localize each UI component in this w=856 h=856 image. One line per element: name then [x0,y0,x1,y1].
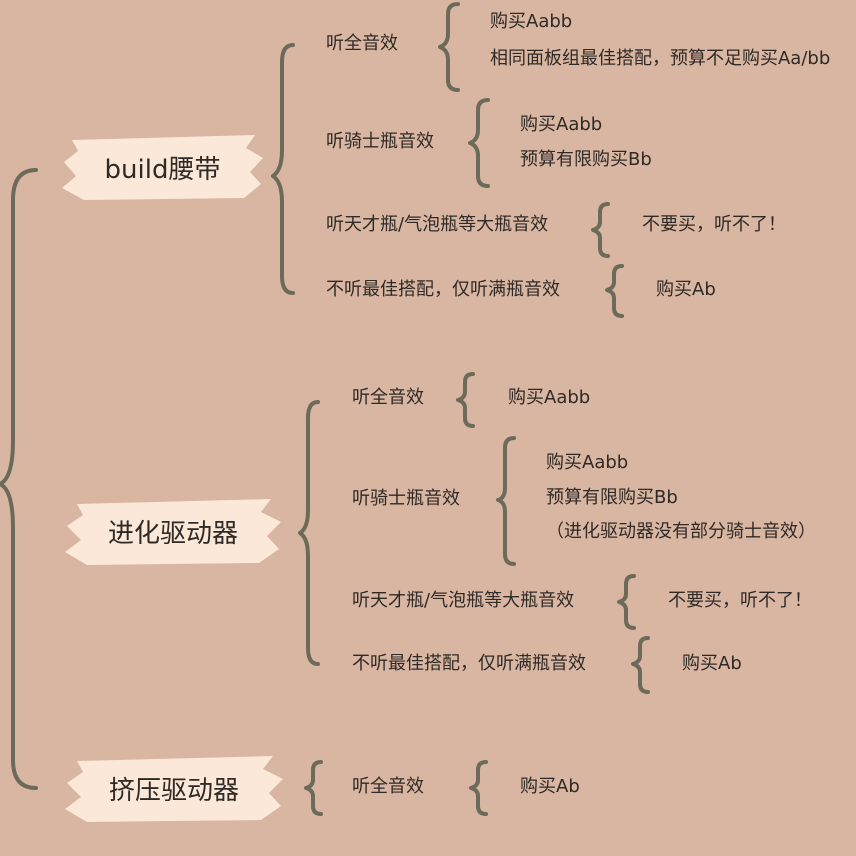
section-evolution-driver: 进化驱动器 [63,495,283,567]
condition-build-big-bottle: 听天才瓶/气泡瓶等大瓶音效 [326,214,549,235]
root-bracket [0,168,38,790]
bracket-evo-opt2 [496,436,516,566]
result-evo-knight-bottle-1: 购买Aabb [546,452,629,473]
condition-evo-knight-bottle: 听骑士瓶音效 [352,488,460,509]
bracket-build-opt1 [438,2,460,92]
condition-evo-big-bottle: 听天才瓶/气泡瓶等大瓶音效 [352,590,575,611]
result-build-knight-bottle-1: 购买Aabb [520,114,603,135]
bracket-build-opt4 [605,264,624,318]
bracket-build [271,43,295,295]
section-label: 进化驱动器 [107,518,238,549]
section-build-belt: build腰带 [60,132,265,202]
highlight-shape [65,756,283,822]
result-evo-big-bottle: 不要买，听不了！ [668,590,812,611]
condition-build-full-sound: 听全音效 [326,33,398,54]
result-build-full-sound-2: 相同面板组最佳搭配，预算不足购买Aa/bb [490,48,831,69]
bracket-evo-opt3 [617,574,636,630]
condition-evo-full-bottle-only: 不听最佳搭配，仅听满瓶音效 [352,653,586,674]
result-evo-knight-bottle-3: （进化驱动器没有部分骑士音效） [546,521,816,542]
bracket-evo-opt1 [456,372,475,428]
bracket-squeeze-opt1 [469,760,488,816]
condition-squeeze-full-sound: 听全音效 [352,776,424,797]
result-build-full-bottle-only: 购买Ab [656,279,716,300]
bracket-evo-opt4 [631,636,650,694]
condition-build-knight-bottle: 听骑士瓶音效 [326,131,434,152]
result-evo-knight-bottle-2: 预算有限购买Bb [546,487,678,508]
bracket-build-opt3 [591,202,610,258]
result-evo-full-bottle-only: 购买Ab [682,653,742,674]
bracket-build-opt2 [468,98,490,188]
bracket-squeeze [304,760,323,816]
section-squeeze-driver: 挤压驱动器 [63,752,285,824]
result-build-big-bottle: 不要买，听不了！ [642,214,786,235]
highlight-shape [65,499,281,565]
bracket-evo [298,400,320,666]
result-evo-full-sound: 购买Aabb [508,387,591,408]
highlight-shape [62,135,263,200]
section-label: 挤压驱动器 [108,775,239,806]
result-squeeze-full-sound: 购买Ab [520,776,580,797]
condition-evo-full-sound: 听全音效 [352,387,424,408]
condition-build-full-bottle-only: 不听最佳搭配，仅听满瓶音效 [326,279,560,300]
result-build-knight-bottle-2: 预算有限购买Bb [520,149,652,170]
section-label: build腰带 [104,154,221,185]
result-build-full-sound-1: 购买Aabb [490,11,573,32]
